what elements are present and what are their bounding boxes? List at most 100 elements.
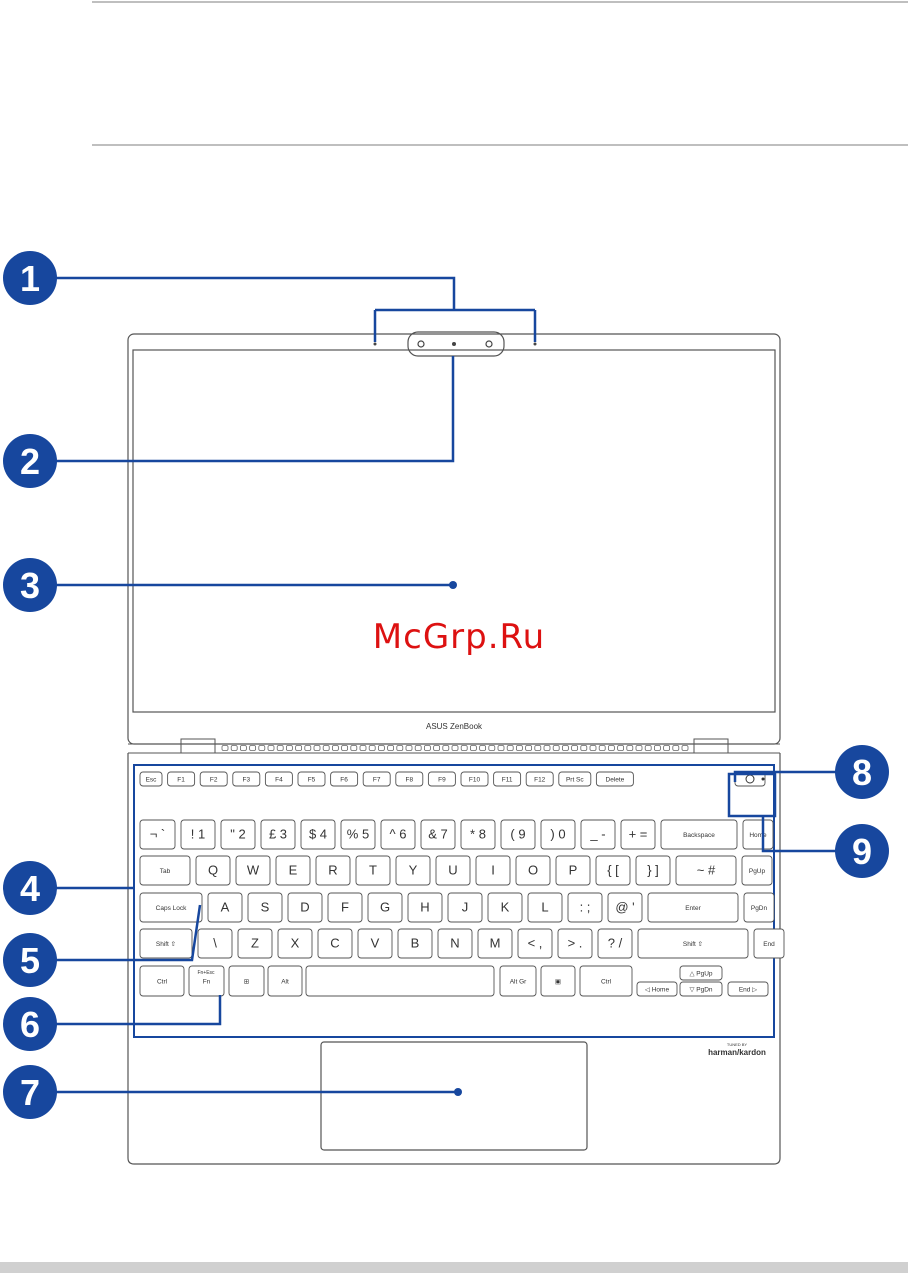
keyboard-key [305, 965, 495, 997]
keyboard-key: B [397, 928, 433, 959]
keyboard-key: $ 4 [300, 819, 336, 850]
keyboard-key: Shift ⇧ [139, 928, 193, 959]
hinge-vents [221, 745, 689, 751]
key-label: X [291, 936, 300, 951]
key-label: F1 [177, 777, 185, 784]
callout-line-9 [761, 815, 862, 853]
keyboard-key: Prt Sc [558, 771, 592, 787]
keyboard-key: F6 [330, 771, 359, 787]
vent-slot [249, 745, 257, 751]
key-label: @ ' [615, 900, 634, 915]
keyboard-key: End ▷ [727, 981, 769, 997]
vent-slot [221, 745, 229, 751]
keyboard-key: F11 [493, 771, 522, 787]
svg-text:5: 5 [20, 940, 40, 981]
watermark-text: McGrp.Ru [373, 617, 545, 657]
keyboard-key: W [235, 855, 271, 886]
vent-slot [506, 745, 514, 751]
callout-badge-9: 9 [835, 824, 889, 878]
vent-slot [396, 745, 404, 751]
key-label: I [491, 863, 495, 878]
keyboard-key: ? / [597, 928, 633, 959]
key-label: Fn [203, 979, 211, 986]
keyboard-key: F10 [460, 771, 489, 787]
callout-badge-5: 5 [3, 933, 57, 987]
vent-slot [469, 745, 477, 751]
keyboard-key: N [437, 928, 473, 959]
keyboard-key: A [207, 892, 243, 923]
key-label: ( 9 [510, 827, 525, 842]
key-label: Caps Lock [156, 905, 187, 912]
vent-slot [681, 745, 689, 751]
vent-slot [672, 745, 680, 751]
power-button-highlight [727, 772, 777, 818]
keyboard-key: % 5 [340, 819, 376, 850]
touchpad [320, 1041, 588, 1151]
key-label: G [380, 900, 390, 915]
keyboard-key: I [475, 855, 511, 886]
callout-badge-4: 4 [3, 861, 57, 915]
speaker-brand: harman/kardon [708, 1048, 766, 1057]
callout-badge-1: 1 [3, 251, 57, 305]
keyboard-key: \ [197, 928, 233, 959]
vent-slot [626, 745, 634, 751]
vent-slot [258, 745, 266, 751]
keyboard-key: S [247, 892, 283, 923]
svg-text:4: 4 [20, 868, 40, 909]
key-label: Alt [281, 979, 289, 986]
keyboard-key: Alt [267, 965, 303, 997]
keyboard-key: O [515, 855, 551, 886]
key-label: C [330, 936, 339, 951]
key-label: \ [213, 936, 217, 951]
vent-slot [516, 745, 523, 751]
key-label: ▽ PgDn [689, 987, 712, 994]
vent-slot [239, 745, 247, 751]
keyboard-key: Delete [595, 771, 634, 787]
keyboard-key: ¬ ` [139, 819, 176, 850]
callout-badge-6: 6 [3, 997, 57, 1051]
keyboard-key: Ctrl [579, 965, 633, 997]
keyboard-key: △ PgUp [679, 965, 723, 981]
keyboard-key: F9 [427, 771, 456, 787]
key-label: Prt Sc [566, 777, 584, 784]
key-label: H [420, 900, 429, 915]
power-indicator-led [761, 777, 765, 781]
keyboard-key: F4 [264, 771, 293, 787]
key-label: B [411, 936, 420, 951]
keyboard-key: H [407, 892, 443, 923]
keyboard-key: PgDn [743, 892, 775, 923]
keyboard-key: F1 [167, 771, 196, 787]
key-label: F4 [275, 777, 283, 784]
key-label: F11 [502, 777, 513, 784]
key-label: } ] [647, 863, 659, 878]
keyboard-key: End [753, 928, 785, 959]
key-label: Enter [685, 905, 701, 912]
svg-text:3: 3 [20, 565, 40, 606]
key-label: ) 0 [550, 827, 565, 842]
key-label: PgDn [751, 905, 768, 912]
keyboard-key: Esc [139, 771, 163, 787]
keyboard-key: & 7 [420, 819, 456, 850]
keyboard-key: Z [237, 928, 273, 959]
camera-housing [407, 331, 505, 357]
key-label: T [369, 863, 377, 878]
vent-slot [580, 745, 588, 751]
key-label: * 8 [470, 827, 486, 842]
vent-slot [534, 745, 542, 751]
vent-slot [350, 745, 358, 751]
svg-text:9: 9 [852, 831, 872, 872]
key-label: L [541, 900, 548, 915]
keyboard-key: { [ [595, 855, 631, 886]
key-label: F10 [469, 777, 481, 784]
vent-slot [276, 745, 284, 751]
vent-slot [230, 745, 238, 751]
svg-text:7: 7 [20, 1072, 40, 1113]
vent-slot [341, 745, 349, 751]
key-label: % 5 [347, 827, 369, 842]
keyboard-key: ! 1 [180, 819, 216, 850]
keyboard-key: X [277, 928, 313, 959]
callout-badge-2: 2 [3, 434, 57, 488]
keyboard-key: ▽ PgDn [679, 981, 723, 997]
